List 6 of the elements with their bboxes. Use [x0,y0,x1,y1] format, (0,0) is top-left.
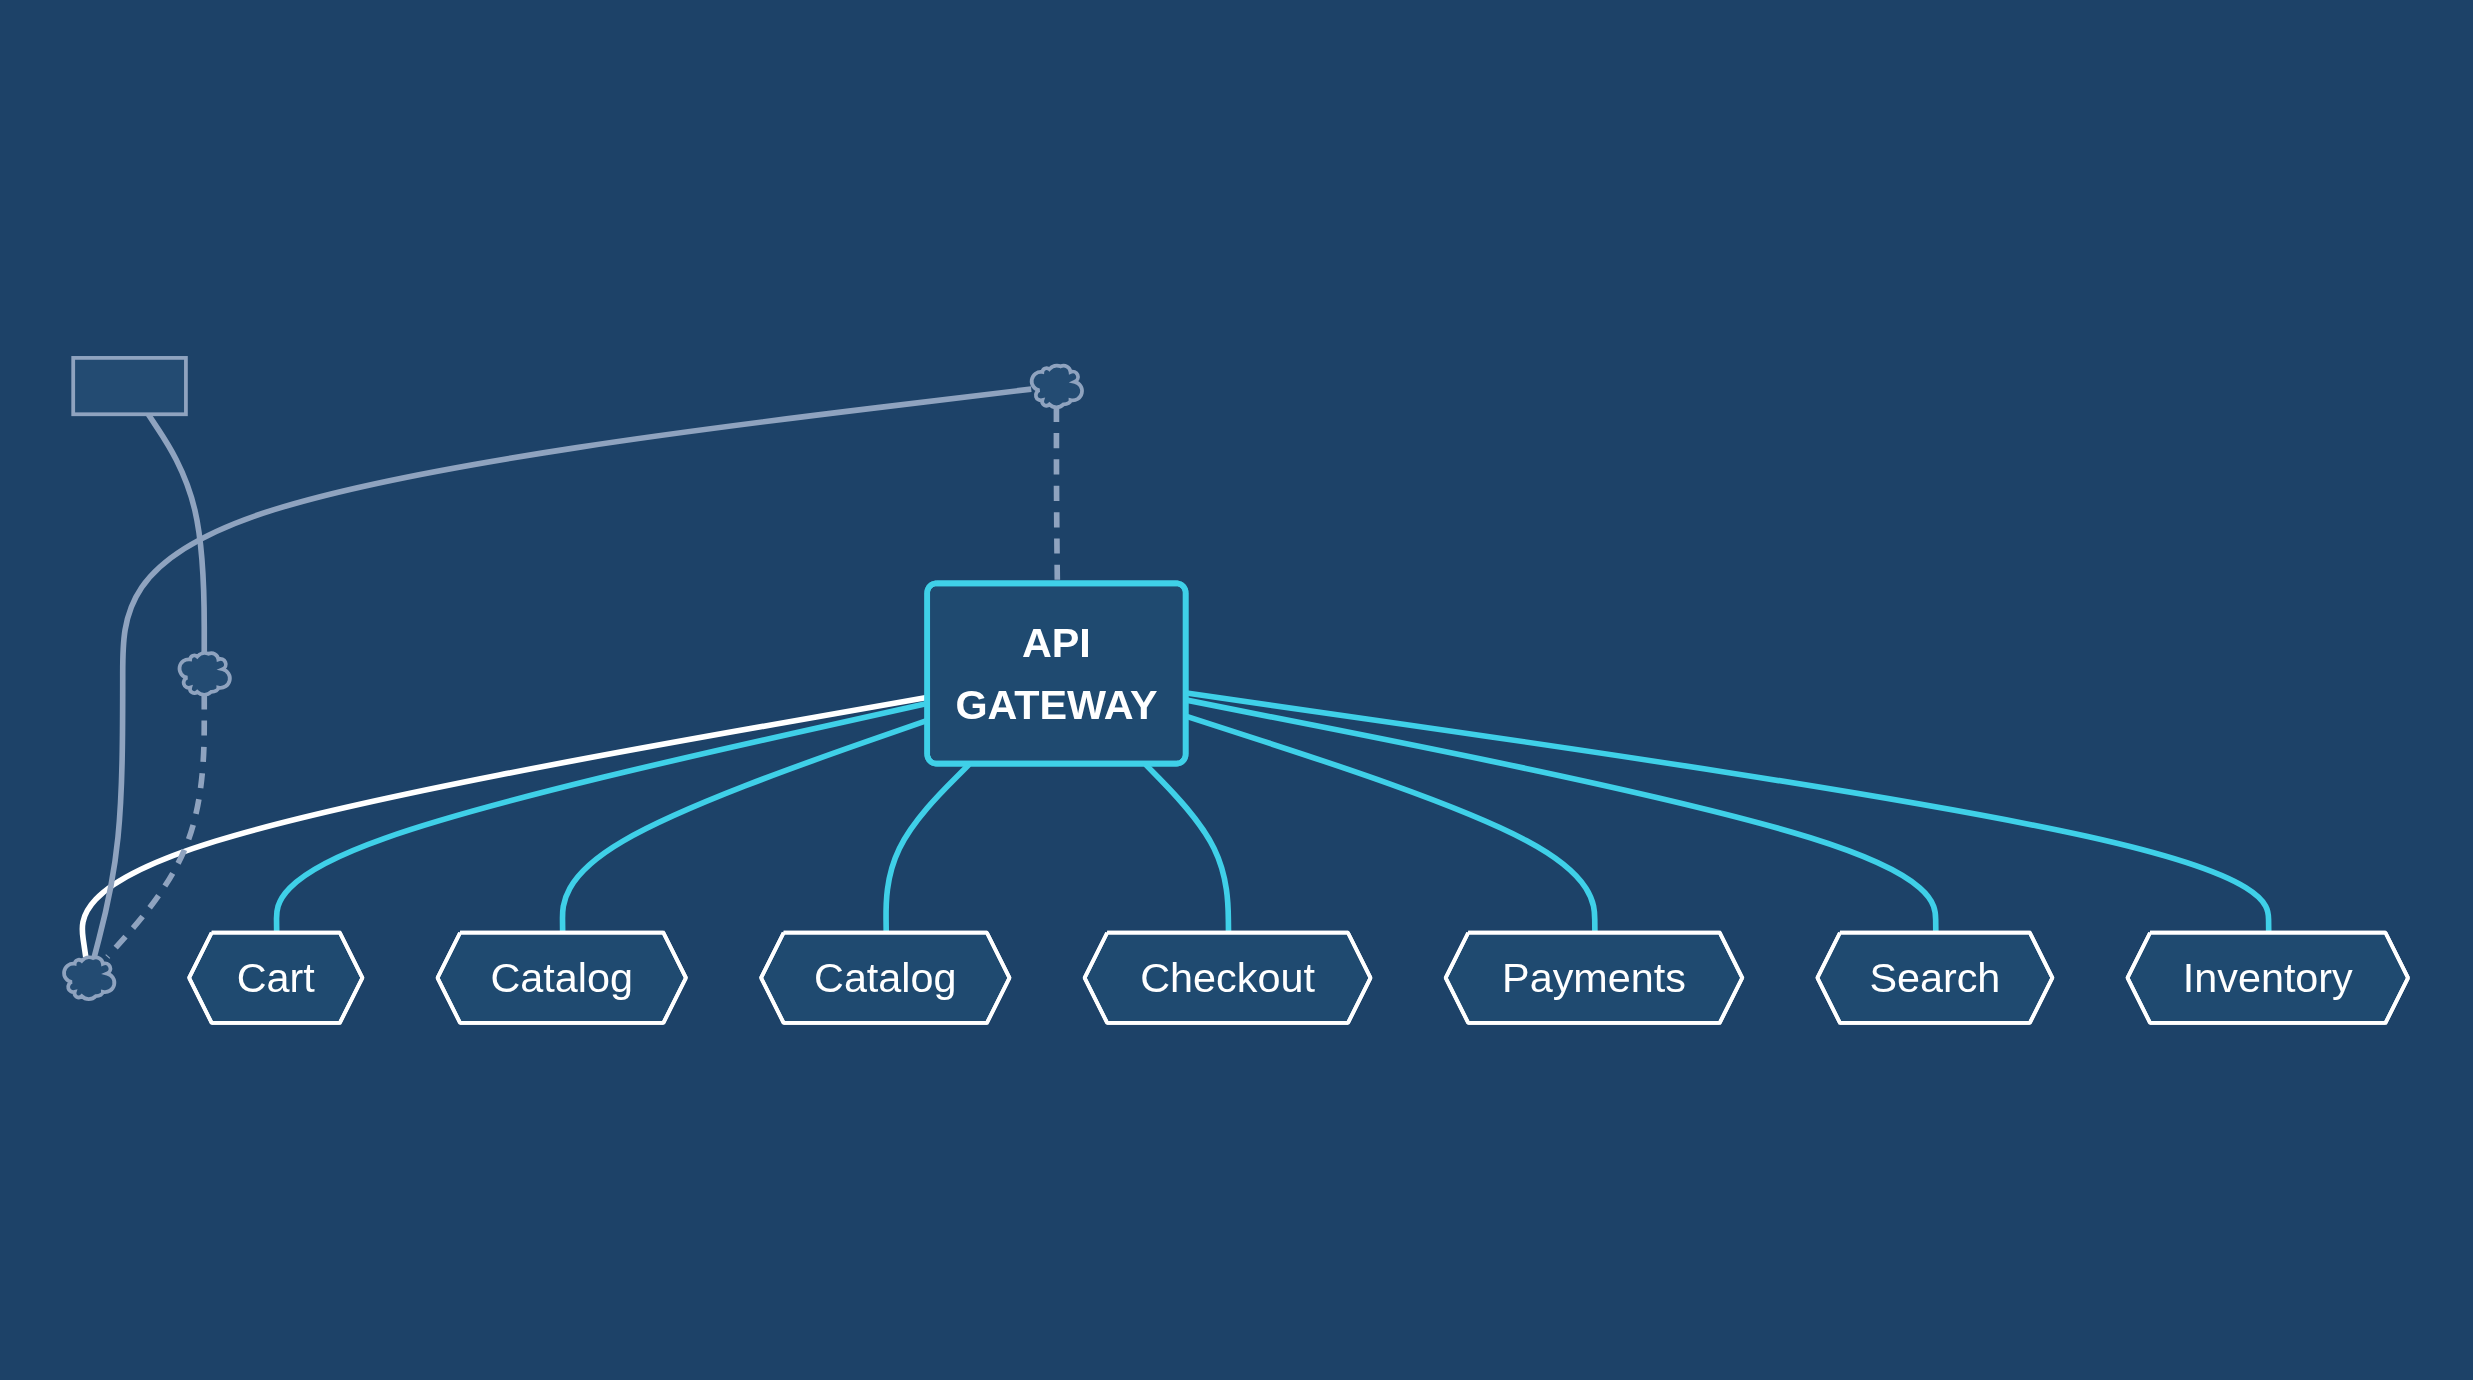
connector [105,693,208,959]
node-cloud [178,650,233,697]
node-cloud [1030,363,1085,409]
node-cloud [62,955,117,1001]
node-box [71,355,189,416]
connector [92,385,1033,958]
